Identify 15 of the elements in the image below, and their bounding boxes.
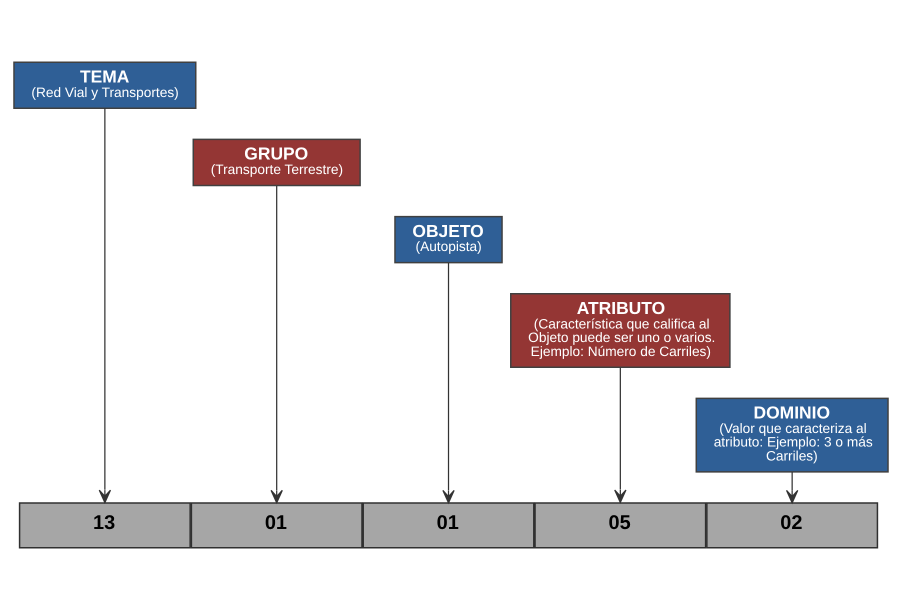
node-box: ATRIBUTO (Característica que califica al Objeto puede ser uno o varios. Ejemplo: Número de Carriles) bbox=[510, 292, 730, 368]
node-box: DOMINIO (Valor que caracteriza al atributo: Ejemplo: 3 o más Carriles) bbox=[695, 397, 888, 472]
node-box: 01 bbox=[362, 502, 534, 548]
node-box: 02 bbox=[706, 502, 878, 548]
arrow bbox=[98, 108, 111, 503]
node-box: 05 bbox=[534, 502, 706, 548]
node-box: 01 bbox=[190, 502, 362, 548]
arrow bbox=[614, 367, 626, 503]
node-box: OBJETO (Autopista) bbox=[394, 215, 502, 263]
arrow bbox=[442, 262, 454, 503]
arrow bbox=[270, 185, 282, 503]
node-box: 13 bbox=[18, 502, 190, 548]
arrow bbox=[785, 472, 798, 503]
node-box: GRUPO (Transporte Terrestre) bbox=[192, 138, 360, 186]
node-box: TEMA (Red Vial y Transportes) bbox=[12, 60, 196, 109]
